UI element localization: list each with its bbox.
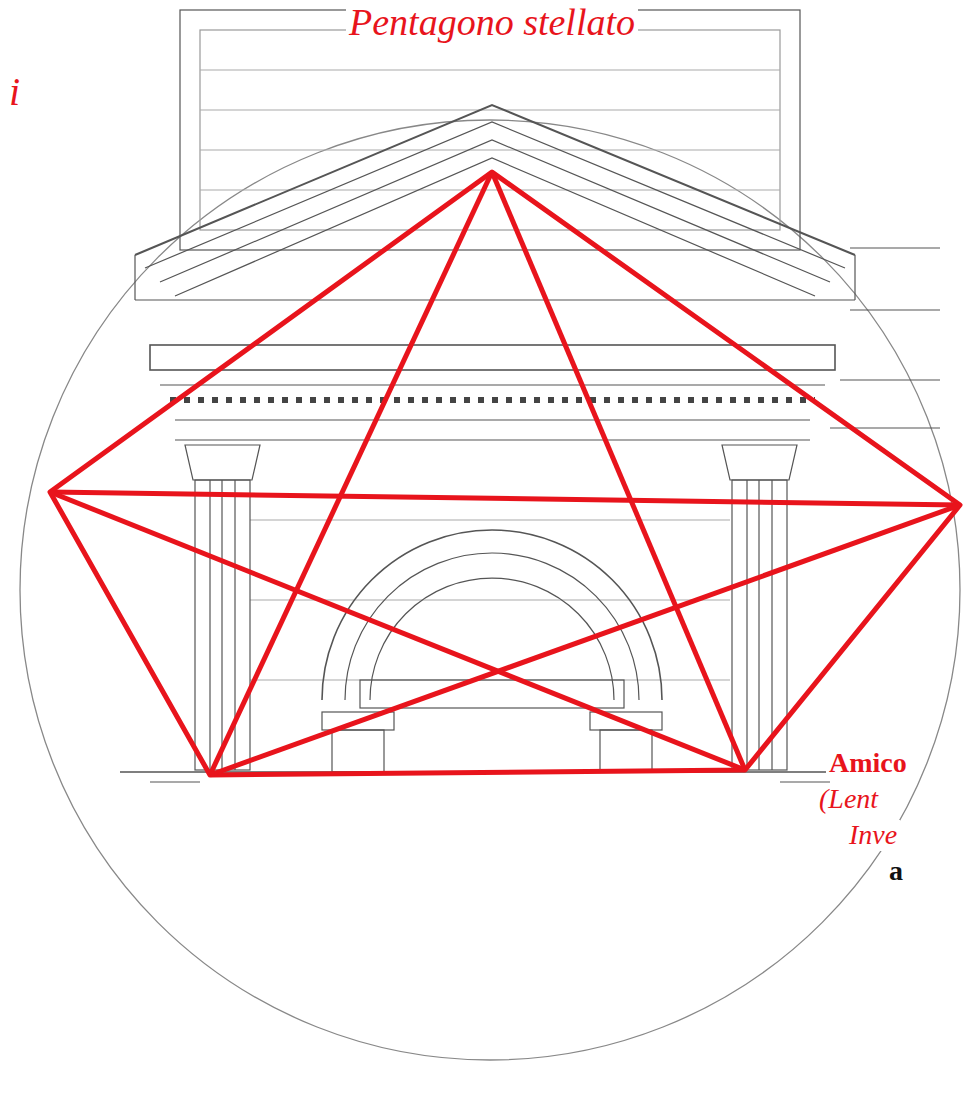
- portal-illustration: [20, 10, 960, 1060]
- pentagram: [50, 172, 960, 775]
- note-label: Amico: [826, 748, 910, 779]
- note-label: Inve: [846, 820, 900, 851]
- note-label: a: [886, 856, 906, 887]
- side-label: i: [6, 70, 23, 114]
- note-label: (Lent: [816, 784, 881, 815]
- diagram-title: Pentagono stellato: [346, 2, 638, 44]
